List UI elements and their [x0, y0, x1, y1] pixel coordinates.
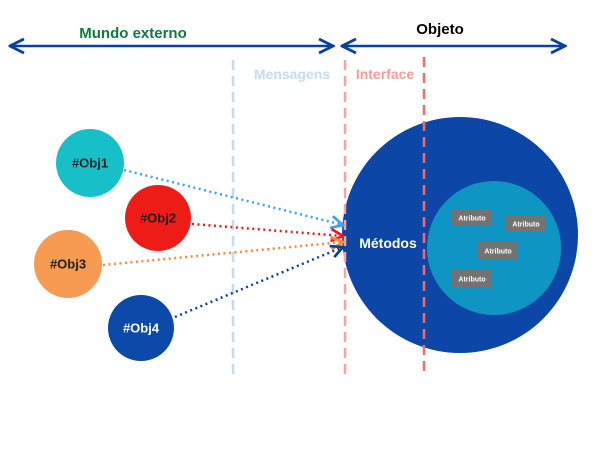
message-arrow-obj4	[174, 247, 343, 319]
object-node-label: #Obj2	[140, 211, 176, 226]
object-title: Objeto	[416, 21, 464, 38]
object-node-obj4: #Obj4	[108, 295, 174, 361]
attribute-label: Atributo	[458, 277, 485, 284]
object-node-obj2: #Obj2	[125, 185, 191, 251]
attribute-box: Atributo	[452, 270, 492, 287]
object-node-label: #Obj1	[72, 156, 108, 171]
external-world-title: Mundo externo	[79, 25, 187, 42]
object-node-label: #Obj3	[50, 257, 86, 272]
message-arrow-obj2	[191, 222, 343, 236]
attribute-box: Atributo	[452, 209, 492, 226]
attribute-label: Atributo	[512, 222, 539, 229]
methods-label: Métodos	[359, 235, 417, 251]
attribute-box: Atributo	[478, 242, 518, 259]
object-node-obj3: #Obj3	[34, 230, 102, 298]
messages-label: Mensagens	[254, 66, 330, 82]
attribute-label: Atributo	[458, 216, 485, 223]
attribute-label: Atributo	[484, 249, 511, 256]
message-arrow-obj3	[102, 242, 343, 267]
attribute-box: Atributo	[506, 215, 546, 232]
object-node-label: #Obj4	[123, 321, 160, 336]
interface-label: Interface	[356, 66, 415, 82]
object-node-obj1: #Obj1	[56, 129, 124, 197]
message-arrow-obj1	[123, 168, 343, 225]
